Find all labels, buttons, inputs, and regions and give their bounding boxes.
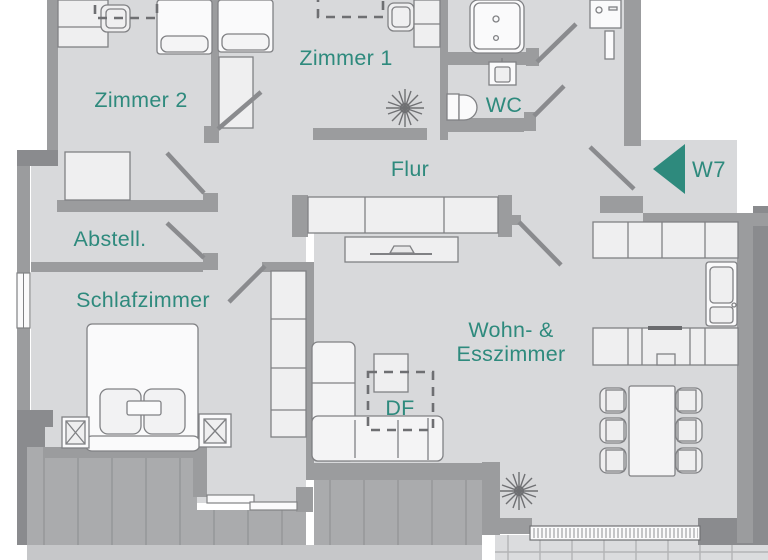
room-labels: Zimmer 1 Zimmer 2 WC Flur Abstell. Schla…	[74, 46, 566, 420]
wardrobe-zimmer1	[218, 56, 254, 129]
dining-table-set	[599, 385, 703, 477]
df-outline-wohnzimmer	[366, 370, 435, 432]
nightstand-left	[61, 416, 90, 449]
kitchen-counter-top	[592, 221, 739, 259]
bed-zimmer1	[217, 0, 274, 53]
label-zimmer2: Zimmer 2	[94, 88, 187, 112]
door-schlafzimmer	[227, 264, 267, 304]
double-bed	[84, 323, 201, 452]
door-wc	[532, 84, 566, 118]
desk-chair-zimmer1	[387, 2, 415, 32]
wardrobe-schlafzimmer	[270, 270, 307, 438]
kitchen-sink	[705, 261, 738, 327]
sideboard-flur	[307, 196, 499, 234]
door-wohnzimmer	[517, 220, 563, 267]
unit-marker: W7	[653, 144, 726, 194]
balcony-sliding-door	[206, 494, 298, 511]
label-df: DF	[385, 396, 414, 420]
label-zimmer1: Zimmer 1	[299, 46, 392, 70]
balcony-deck	[27, 427, 482, 560]
cabinet-zimmer2	[64, 151, 131, 201]
df-outline-zimmer1	[316, 0, 385, 19]
label-abstell: Abstell.	[74, 227, 147, 251]
windows-layer	[16, 272, 701, 541]
door-entrance	[588, 145, 636, 191]
label-wohnzimmer-line2: Esszimmer	[456, 342, 565, 366]
label-flur: Flur	[391, 157, 429, 181]
door-zimmer2	[165, 151, 206, 195]
corner-sofa	[311, 341, 444, 462]
deck-edge-strip	[27, 545, 482, 560]
desk-zimmer1	[413, 0, 441, 48]
washing-machine	[589, 0, 622, 29]
walls-layer	[17, 0, 768, 545]
deck-plank-lines	[43, 427, 467, 545]
oven-handle	[656, 353, 676, 366]
unit-marker-label: W7	[692, 157, 726, 182]
nightstand-right	[198, 413, 232, 448]
door-zimmer1	[216, 90, 263, 131]
dining-chairs	[599, 387, 703, 474]
door-swings	[165, 22, 636, 304]
toilet	[446, 93, 478, 121]
kitchen-counter-bottom	[592, 326, 739, 366]
door-abstell	[165, 221, 206, 260]
bed-zimmer2	[156, 0, 213, 55]
label-wohnzimmer-line1: Wohn- &	[468, 318, 553, 342]
wc-sink	[488, 58, 517, 86]
terrace-window-band	[529, 525, 701, 541]
label-wc: WC	[486, 93, 522, 117]
tv-lowboard	[344, 236, 459, 263]
label-schlafzimmer: Schlafzimmer	[76, 288, 210, 312]
roof-window-outlines	[93, 0, 435, 432]
cooktop	[648, 326, 682, 330]
bathroom-radiator	[604, 30, 615, 60]
door-bad	[535, 22, 578, 64]
entrance-arrow-icon	[653, 144, 685, 194]
bathtub	[469, 0, 525, 54]
